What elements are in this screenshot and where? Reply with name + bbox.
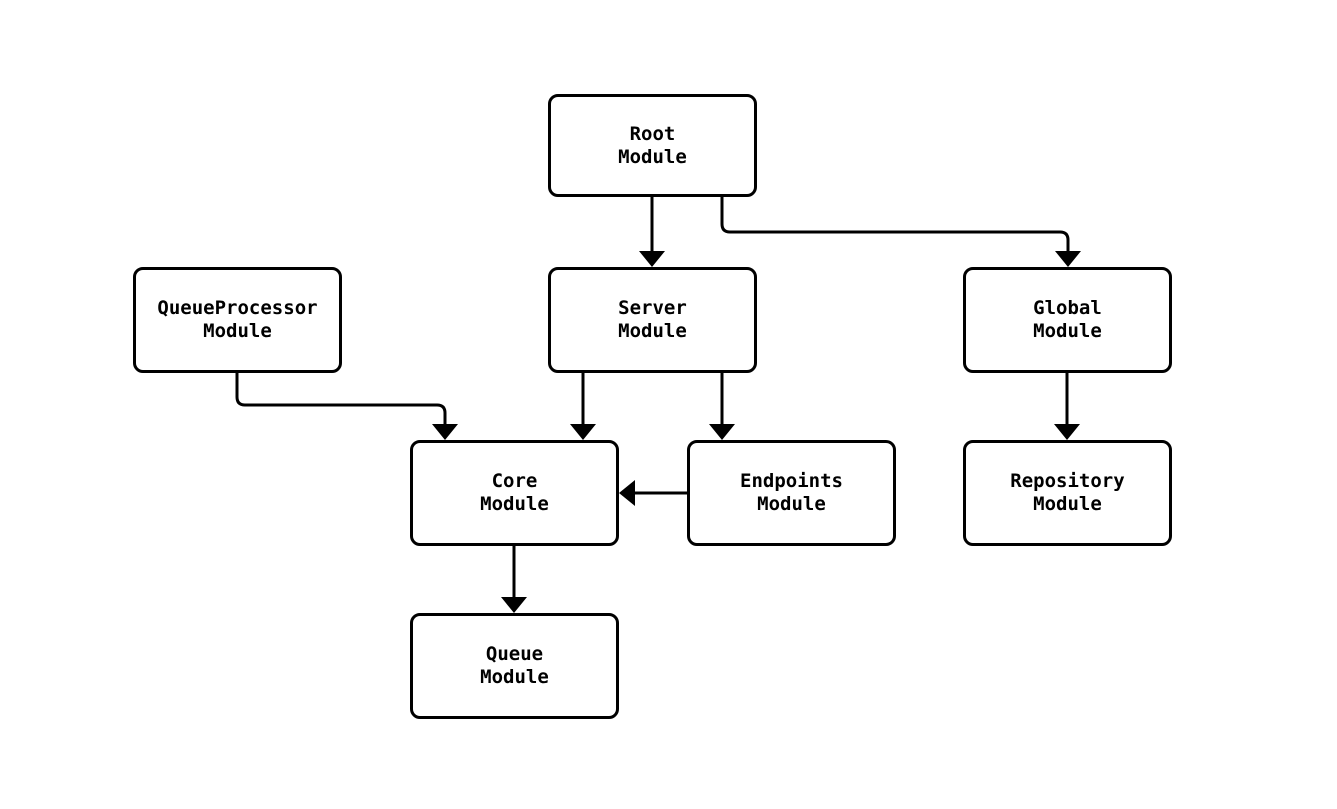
edge-endpoints-to-core [619, 480, 687, 506]
edge-server-to-core [570, 373, 596, 440]
node-queue-module: Queue Module [410, 613, 619, 719]
node-repository-module: Repository Module [963, 440, 1172, 546]
node-label: Global [1033, 297, 1102, 319]
node-label: Module [1033, 493, 1102, 515]
node-server-module: Server Module [548, 267, 757, 373]
node-endpoints-module: Endpoints Module [687, 440, 896, 546]
edge-root-to-global [720, 197, 1081, 267]
arrowhead-icon [619, 480, 635, 506]
node-core-module: Core Module [410, 440, 619, 546]
node-label: Module [618, 320, 687, 342]
edge-server-to-endpoints [709, 373, 735, 440]
arrowhead-icon [1055, 251, 1081, 267]
edge-global-to-repository [1054, 373, 1080, 440]
edge-core-to-queue [501, 546, 527, 613]
arrowhead-icon [639, 251, 665, 267]
edge-line [235, 373, 447, 426]
arrowhead-icon [709, 424, 735, 440]
node-label: Module [480, 666, 549, 688]
edge-root-to-server [639, 197, 665, 267]
node-global-module: Global Module [963, 267, 1172, 373]
node-label: Repository [1010, 470, 1125, 492]
arrowhead-icon [1054, 424, 1080, 440]
edge-queueprocessor-to-core [235, 373, 458, 440]
node-label: Core [491, 470, 538, 492]
arrowhead-icon [501, 597, 527, 613]
node-label: Endpoints [740, 470, 843, 492]
arrowhead-icon [432, 424, 458, 440]
node-label: Module [480, 493, 549, 515]
node-label: Root [629, 122, 676, 145]
node-label: Module [618, 145, 687, 168]
node-label: Queue [485, 643, 544, 665]
node-label: Module [203, 320, 272, 342]
node-label: Module [757, 493, 826, 515]
node-label: Module [1033, 320, 1102, 342]
node-root-module: Root Module [548, 94, 757, 197]
node-label: QueueProcessor [157, 297, 318, 319]
node-queueprocessor-module: QueueProcessor Module [133, 267, 342, 373]
arrowhead-icon [570, 424, 596, 440]
node-label: Server [618, 297, 687, 319]
edge-line [720, 197, 1070, 253]
